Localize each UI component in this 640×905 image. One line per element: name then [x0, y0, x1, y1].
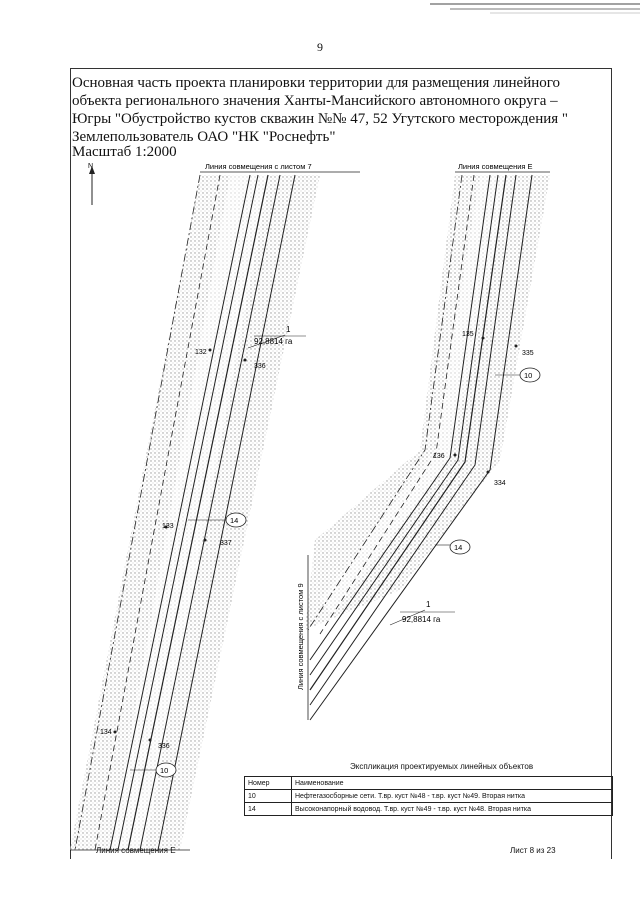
- title-line: Югры "Обустройство кустов скважин №№ 47,…: [72, 111, 569, 127]
- legend-header-number: Номер: [244, 776, 292, 790]
- left-pipeline-line: [127, 174, 269, 851]
- scan-top-lines: [430, 3, 640, 14]
- object-label: 14: [454, 543, 462, 552]
- title-line: Землепользователь ОАО "НК "Роснефть": [72, 129, 336, 145]
- right-area-value: 92,8814 га: [402, 615, 441, 624]
- page-number: 9: [317, 40, 323, 54]
- object-label: 10: [524, 371, 532, 380]
- point-label: 335: [522, 350, 534, 357]
- title-block: Основная часть проекта планировки террит…: [72, 74, 569, 146]
- object-callout: [155, 762, 177, 778]
- object-label: 14: [230, 516, 238, 525]
- left-pipeline-line: [157, 174, 296, 851]
- left-pipeline-line: [117, 174, 259, 851]
- right-pipeline-line: [309, 174, 491, 661]
- legend-header-name: Наименование: [291, 776, 613, 790]
- footer-match-label: Линия совмещения Е: [96, 846, 176, 855]
- right-dashed-line: [319, 174, 475, 635]
- legend-cell-number: 10: [244, 789, 292, 803]
- point-label: 136: [433, 453, 445, 460]
- left-pipeline-line: [109, 174, 251, 851]
- title-line: объекта регионального значения Ханты-Ман…: [72, 93, 558, 109]
- right-boundary-line: [307, 174, 463, 631]
- legend-table: Номер Наименование 10 Нефтегазосборные с…: [244, 776, 613, 816]
- left-boundary-line: [74, 174, 201, 851]
- object-callout: [449, 539, 471, 555]
- object-callout: [519, 367, 541, 383]
- legend-cell-number: 14: [244, 802, 292, 816]
- legend-row: 10 Нефтегазосборные сети. Т.вр. куст №48…: [244, 789, 613, 803]
- left-pipeline-line: [139, 174, 281, 851]
- point-label: 337: [220, 540, 232, 547]
- point-label: 133: [162, 523, 174, 530]
- right-map-strip: Линия совмещения Е Линия совмещения с ли…: [296, 162, 550, 721]
- point-label: 135: [462, 331, 474, 338]
- legend-row: 14 Высоконапорный водовод. Т.вр. куст №4…: [244, 802, 613, 816]
- left-area-value: 92,8814 га: [254, 337, 293, 346]
- right-side-match-label: Линия совмещения с листом 9: [296, 583, 305, 690]
- point-label: 134: [100, 729, 112, 736]
- left-dashed-line: [94, 174, 221, 851]
- point-label: 334: [494, 480, 506, 487]
- right-pipeline-line: [309, 174, 533, 721]
- right-forest-area: [305, 175, 550, 630]
- right-top-match-label: Линия совмещения Е: [458, 162, 533, 171]
- scale-label: Масштаб 1:2000: [72, 144, 177, 160]
- left-area-id: 1: [286, 325, 291, 334]
- legend-title: Экспликация проектируемых линейных объек…: [350, 762, 534, 771]
- object-callout: [225, 512, 247, 528]
- right-pipeline-line: [309, 174, 507, 691]
- title-line: Основная часть проекта планировки террит…: [72, 75, 561, 91]
- point-label: 336: [158, 743, 170, 750]
- legend-header-row: Номер Наименование: [244, 776, 613, 790]
- right-area-id: 1: [426, 600, 431, 609]
- sheet-number: Лист 8 из 23: [510, 846, 556, 855]
- north-arrow-icon: N: [88, 163, 95, 205]
- left-map-strip: Линия совмещения с листом 7 1 92,8814 га…: [70, 162, 360, 851]
- legend-cell-name: Высоконапорный водовод. Т.вр. куст №49 -…: [291, 802, 613, 816]
- legend-cell-name: Нефтегазосборные сети. Т.вр. куст №48 - …: [291, 789, 613, 803]
- object-label: 10: [160, 766, 168, 775]
- left-top-match-label: Линия совмещения с листом 7: [205, 162, 312, 171]
- point-label: 336: [254, 363, 266, 370]
- document-frame: [70, 68, 612, 859]
- north-label: N: [88, 163, 93, 170]
- point-label: 132: [195, 349, 207, 356]
- right-pipeline-line: [309, 174, 499, 676]
- right-pipeline-line: [309, 174, 517, 706]
- planning-map: N Линия совмещения с листом 7 1 92,8814 …: [70, 162, 550, 851]
